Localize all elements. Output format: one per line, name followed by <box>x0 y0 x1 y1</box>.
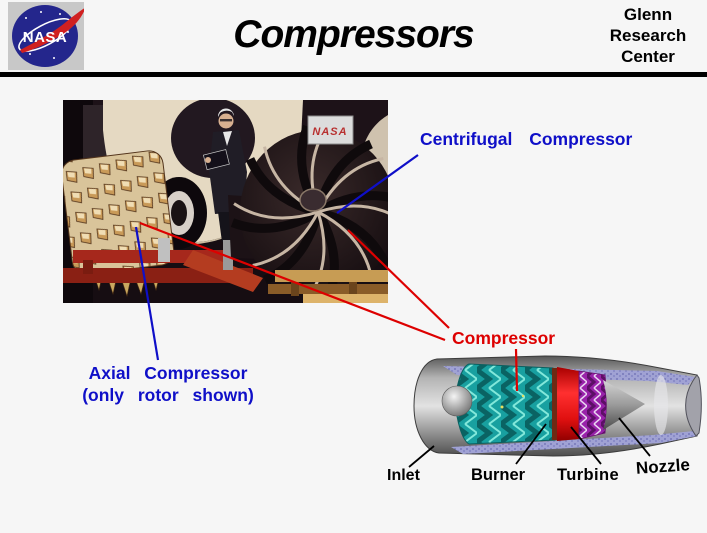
engine-burner-section <box>557 367 582 441</box>
centrifugal-compressor-label: Centrifugal Compressor <box>420 129 633 149</box>
axial-label-line-2: (only rotor shown) <box>82 384 254 405</box>
engine-cutaway-diagram <box>405 352 705 464</box>
page-title: Compressors <box>233 13 474 56</box>
burner-label: Burner <box>471 466 526 484</box>
org-line-3: Center <box>621 47 675 66</box>
nasa-swoosh <box>20 7 86 53</box>
nasa-meatball-logo: NASA <box>8 2 86 70</box>
org-line-2: Research <box>609 26 687 45</box>
nozzle-highlight <box>654 375 668 435</box>
axial-compressor-label: Axial Compressor (only rotor shown) <box>78 363 258 406</box>
nasa-sign-text: NASA <box>312 126 347 138</box>
turbine-label: Turbine <box>557 466 620 484</box>
engine-cutaway-graphic <box>413 355 702 457</box>
compressors-photo-graphic: NASA <box>61 98 406 303</box>
axial-label-line-1: Axial Compressor <box>88 363 248 383</box>
engine-nozzle-section <box>685 374 702 437</box>
nasa-meatball-icon: NASA <box>12 5 86 67</box>
engine-burner-rim <box>552 368 557 440</box>
compressor-label: Compressor <box>452 328 556 348</box>
engine-turbine-section <box>578 370 607 440</box>
nozzle-label: Nozzle <box>635 455 691 478</box>
engine-exhaust-cone <box>603 380 645 430</box>
compressors-photo: NASA <box>61 98 406 303</box>
inlet-label: Inlet <box>387 467 420 484</box>
header-divider <box>0 72 707 77</box>
org-line-1: Glenn <box>623 5 673 24</box>
nasa-sign: NASA <box>307 115 354 145</box>
engine-inlet-spinner <box>441 385 473 417</box>
nasa-logo-text: NASA <box>23 29 68 46</box>
org-name: Glenn Research Center <box>593 4 703 67</box>
